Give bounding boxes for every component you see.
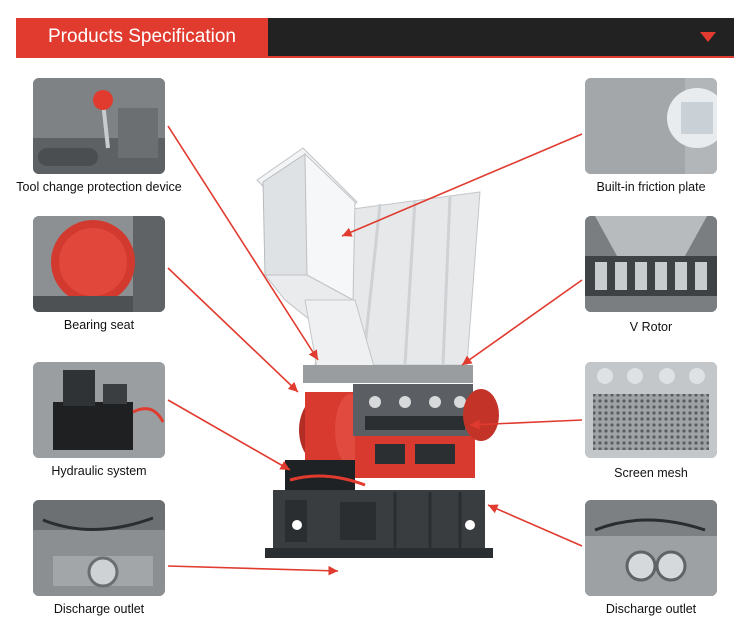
arrow-bearing-seat [167, 267, 299, 393]
bearing-seat-photo [33, 216, 165, 312]
page-title: Products Specification [48, 26, 236, 47]
feature-label-bearing-seat: Bearing seat [63, 318, 135, 332]
feature-label-tool-change: Tool change protection device [16, 180, 182, 194]
friction-plate-photo [585, 78, 717, 174]
arrow-hydraulic [167, 399, 291, 471]
arrow-screen-mesh [469, 419, 583, 430]
feature-label-screen-mesh: Screen mesh [614, 466, 688, 480]
arrow-discharge-left [167, 565, 339, 576]
v-rotor-photo [585, 216, 717, 312]
arrow-v-rotor [461, 279, 583, 366]
caret-down-icon [700, 32, 716, 42]
feature-label-hydraulic: Hydraulic system [51, 464, 147, 478]
screen-mesh-photo [585, 362, 717, 458]
feature-label-discharge-right: Discharge outlet [605, 602, 697, 616]
arrow-friction-plate [341, 133, 583, 237]
feature-label-discharge-left: Discharge outlet [53, 602, 145, 616]
tool-change-photo [33, 78, 165, 174]
crusher-machine-image [256, 147, 499, 558]
feature-label-friction-plate: Built-in friction plate [596, 180, 706, 194]
discharge-outlet-right-photo [585, 500, 717, 596]
header-title-block: Products Specification [16, 18, 268, 56]
discharge-outlet-left-photo [33, 500, 165, 596]
arrow-tool-change [167, 125, 319, 361]
feature-label-v-rotor: V Rotor [629, 320, 673, 334]
arrow-discharge-right [487, 504, 583, 547]
hydraulic-system-photo [33, 362, 165, 458]
section-header: Products Specification [16, 18, 734, 56]
header-divider [16, 56, 734, 58]
